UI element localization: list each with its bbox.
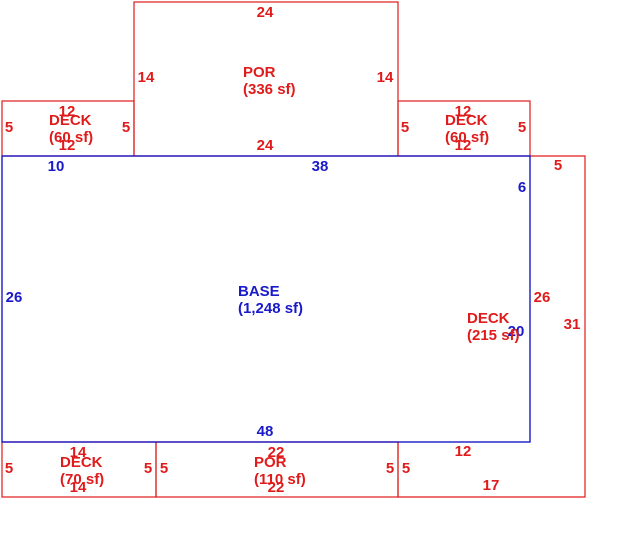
right-deck-dim-top: 12	[455, 103, 472, 120]
bottom-left-deck-dim-top: 14	[70, 444, 87, 461]
bottom-left-deck-dim-right: 5	[144, 460, 152, 477]
top-por-dim-top: 24	[257, 4, 274, 21]
right-deck-dim-bottom: 12	[455, 137, 472, 154]
bottom-left-deck-dim-left: 5	[5, 460, 13, 477]
bottom-por-area: (110 sf)	[254, 471, 306, 488]
left-deck-dim-right: 5	[122, 119, 130, 136]
top-por-dim-right: 14	[377, 69, 394, 86]
right-deck-area: (60 sf)	[445, 129, 489, 146]
top-por-area: (336 sf)	[243, 81, 296, 98]
corner-dim-left: 5	[402, 460, 410, 477]
base-dim-bottom: 48	[257, 423, 274, 440]
right-deck-name: DECK	[445, 112, 488, 129]
top-por-dim-left: 14	[138, 69, 155, 86]
bottom-left-deck-area: (70 sf)	[60, 471, 104, 488]
side-deck-dim-inner-bottom: 12	[455, 443, 472, 460]
side-deck-dim-bottom: 17	[483, 477, 500, 494]
base-dim-top-left: 10	[48, 158, 65, 175]
bottom-por-name: POR	[254, 454, 287, 471]
base-name: BASE	[238, 283, 280, 300]
left-deck-dim-top: 12	[59, 103, 76, 120]
bottom-por-dim-right: 5	[386, 460, 394, 477]
left-deck-area: (60 sf)	[49, 129, 93, 146]
bottom-left-deck-name: DECK	[60, 454, 103, 471]
base-dim-left: 26	[6, 289, 23, 306]
top-por-dim-bottom: 24	[257, 137, 274, 154]
right-deck-dim-left: 5	[401, 119, 409, 136]
base-dim-top-right: 38	[312, 158, 329, 175]
left-deck-name: DECK	[49, 112, 92, 129]
base-area: (1,248 sf)	[238, 300, 303, 317]
side-deck-dim-top: 5	[554, 157, 562, 174]
left-deck-dim-bottom: 12	[59, 137, 76, 154]
bottom-por-dim-left: 5	[160, 460, 168, 477]
side-deck-area: (215 sf)	[467, 327, 520, 344]
side-deck-dim-right: 31	[564, 316, 581, 333]
bottom-por-dim-bottom: 22	[268, 479, 285, 496]
top-por-name: POR	[243, 64, 276, 81]
base-dim-right-top: 6	[518, 179, 526, 196]
side-deck-name: DECK	[467, 310, 510, 327]
side-deck-dim-inner-left: 26	[534, 289, 551, 306]
left-deck-dim-left: 5	[5, 119, 13, 136]
bottom-por-dim-top: 22	[268, 444, 285, 461]
right-deck-dim-right: 5	[518, 119, 526, 136]
base-outline	[1, 155, 531, 443]
base-dim-right-bottom: 20	[508, 323, 525, 340]
bottom-left-deck-dim-bottom: 14	[70, 479, 87, 496]
